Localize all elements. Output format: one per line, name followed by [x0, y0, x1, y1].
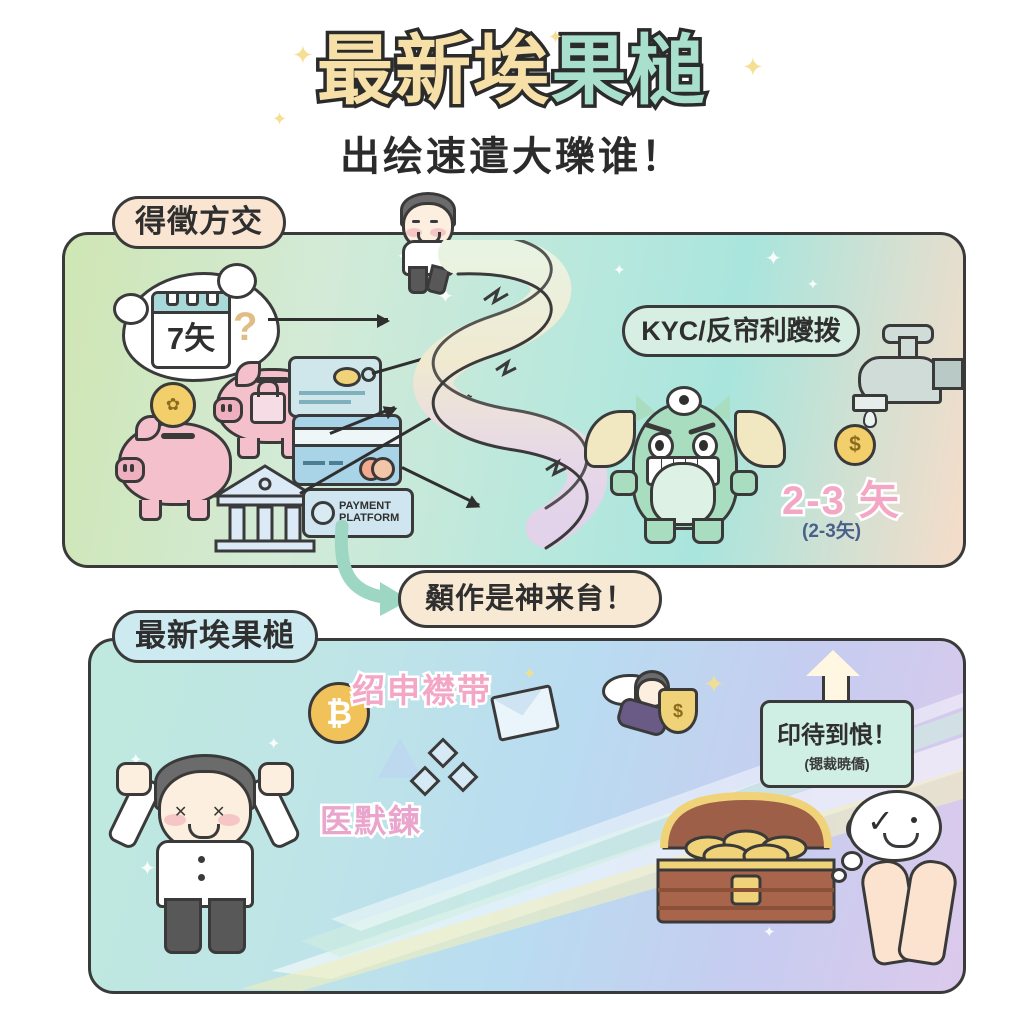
duration-main: 2-3 矢	[780, 477, 902, 526]
page-title-part1: 最新埃	[314, 29, 553, 114]
eye: ✕	[174, 804, 188, 821]
page-subtitle: 出绘速遣大瓅谁！	[340, 135, 684, 179]
platform-logo-icon	[311, 501, 335, 525]
panel-problem-label: 得徵方交	[112, 196, 286, 249]
monster-obstacle	[584, 386, 786, 544]
title-block: ✦ ✦ ✦ ✦ 最新埃果槌 出绘速遣大瓅谁！	[0, 28, 1024, 182]
pig-snout	[213, 397, 243, 423]
sparkle-icon: ✦	[267, 736, 281, 753]
monster-arm	[610, 470, 638, 496]
calendar-ring	[166, 294, 179, 306]
pig-ear	[235, 361, 261, 387]
kyc-badge[interactable]: KYC/反帘利躞拨	[622, 305, 860, 357]
monster-third-eye	[666, 386, 702, 416]
coin-icon: ✿	[150, 382, 196, 428]
faucet-icon	[848, 318, 964, 448]
bitcoin-icon: ₿	[308, 682, 370, 744]
chest-svg	[656, 791, 836, 924]
calendar-icon: 7矢	[151, 291, 231, 369]
praying-hands	[858, 856, 962, 968]
bridge-arrow	[334, 520, 410, 616]
treasure-chest	[650, 791, 842, 928]
flying-hero: $	[600, 668, 698, 754]
monster-leg	[692, 518, 724, 544]
sparkle-icon: ✦	[763, 924, 776, 941]
calendar-days: 7矢	[166, 321, 216, 356]
faucet-wall-mount	[932, 358, 964, 390]
sparkle-icon: ✦	[703, 669, 725, 699]
pig-leg	[187, 500, 210, 521]
leg	[164, 898, 202, 954]
piggy-bank-coin	[115, 415, 232, 521]
worried-person	[388, 192, 466, 297]
shield-icon: $	[658, 688, 698, 734]
lock-icon	[250, 380, 286, 424]
monster-belly	[650, 462, 716, 526]
cheek	[164, 814, 186, 826]
arrival-callout: 印待到悢！ (锶裁暁僑)	[760, 700, 914, 788]
bank-building-icon	[210, 462, 320, 559]
sparkle-icon: ✦	[139, 858, 156, 880]
pig-leg	[139, 500, 162, 521]
eye: ✕	[212, 804, 226, 821]
sparkle-icon: ✦	[613, 262, 626, 279]
winding-path	[413, 240, 607, 550]
button	[198, 856, 205, 863]
fist	[258, 762, 294, 796]
bubble-dot	[911, 817, 917, 823]
happy-person: ✕ ✕	[105, 748, 303, 954]
water-drop-icon	[863, 410, 877, 428]
button	[198, 874, 205, 881]
cheek	[218, 814, 240, 826]
eye	[430, 220, 438, 223]
monster-arm	[730, 470, 758, 496]
arrival-main: 印待到悢！	[777, 721, 897, 749]
monster-leg	[644, 518, 676, 544]
page-title: 最新埃果槌	[314, 29, 709, 114]
credit-card-icon	[288, 356, 382, 418]
sparkle-icon: ✦	[523, 666, 537, 683]
leg	[208, 898, 246, 954]
pig-snout	[115, 457, 145, 483]
page-title-part2: 果槌	[548, 29, 709, 114]
torso	[156, 840, 254, 908]
duration-sub: (2-3矢)	[802, 521, 862, 542]
eye	[412, 220, 420, 223]
ethereum-icon	[378, 738, 422, 778]
bank-svg	[210, 464, 320, 553]
sparkle-icon: ✦	[292, 40, 314, 70]
arrival-sub: (锶裁暁僑)	[804, 755, 870, 772]
pig-leg	[237, 438, 260, 459]
check-icon: ✓	[867, 803, 894, 839]
calendar-thought-bubble: 7矢 ?	[113, 263, 280, 382]
chain-label: 医默鍊	[317, 801, 423, 842]
platform-line2: PLATFORM	[339, 512, 400, 524]
bridge-callout: 顙作是神来䏍！	[398, 570, 662, 628]
check-thought-bubble: ✓	[831, 790, 942, 883]
cheek	[406, 228, 422, 237]
panel-solution-label: 最新埃果槌	[112, 610, 318, 663]
sparkle-icon: ✦	[548, 27, 564, 47]
dollar-coin-icon: $	[834, 424, 876, 466]
sparkle-icon: ✦	[742, 52, 764, 82]
fist	[116, 762, 152, 796]
crypto-label: 绍申襟带	[350, 670, 493, 712]
sparkle-icon: ✦	[807, 276, 819, 292]
calendar-ring	[186, 294, 199, 306]
bubble-smile	[883, 833, 919, 848]
flow-arrow	[268, 314, 390, 328]
smile-mouth	[188, 824, 220, 839]
calendar-ring	[206, 294, 219, 306]
sparkle-icon: ✦	[765, 248, 782, 270]
sparkle-icon: ✦	[272, 109, 288, 129]
question-mark-icon: ?	[233, 305, 258, 349]
platform-line1: PAYMENT	[339, 500, 391, 513]
payment-platform-badge[interactable]: PAYMENT PLATFORM	[302, 488, 414, 538]
